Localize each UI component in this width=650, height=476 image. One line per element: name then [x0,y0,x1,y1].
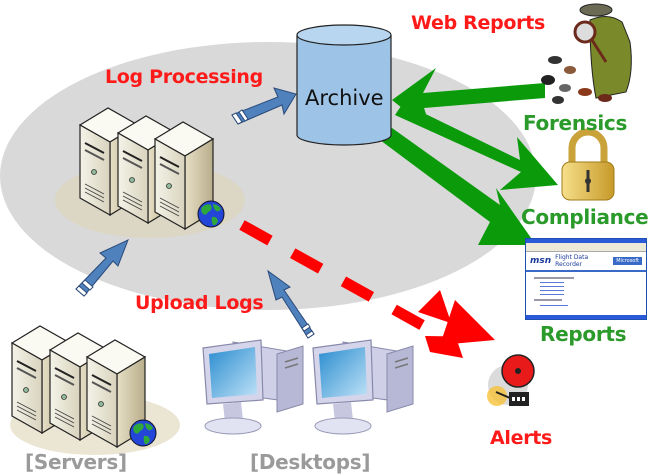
label-web-reports: Web Reports [411,12,546,34]
label-compliance: Compliance [521,205,649,229]
label-alerts: Alerts [490,427,553,449]
alerts-bell-icon [487,354,535,406]
forensics-detective-icon [541,3,632,104]
upload-arrows [75,87,315,339]
label-desktops: [Desktops] [250,450,371,474]
report-title: Flight Data Recorder [555,254,589,268]
label-reports: Reports [540,322,627,346]
label-upload-logs: Upload Logs [135,292,264,314]
forensics-to-archive-arrow [392,68,545,132]
servers-icon [10,325,180,455]
label-servers: [Servers] [25,450,127,474]
report-vendor: Microsoft [613,257,642,265]
report-screenshot: msn Flight Data Recorder Microsoft [525,238,647,320]
archive-to-compliance-arrow [395,103,558,190]
log-processing-servers-icon [55,107,245,238]
report-brand: msn [530,256,552,266]
compliance-lock-icon [561,128,615,201]
label-archive: Archive [305,86,384,110]
archive-database-icon [296,24,392,146]
servers-upload-arrow [75,239,129,297]
label-forensics: Forensics [523,111,628,135]
web-arrows [380,68,558,245]
label-log-processing: Log Processing [105,66,263,88]
desktops-icon [202,339,414,435]
archive-to-reports-arrow [380,128,536,245]
alert-arrow [239,220,495,358]
